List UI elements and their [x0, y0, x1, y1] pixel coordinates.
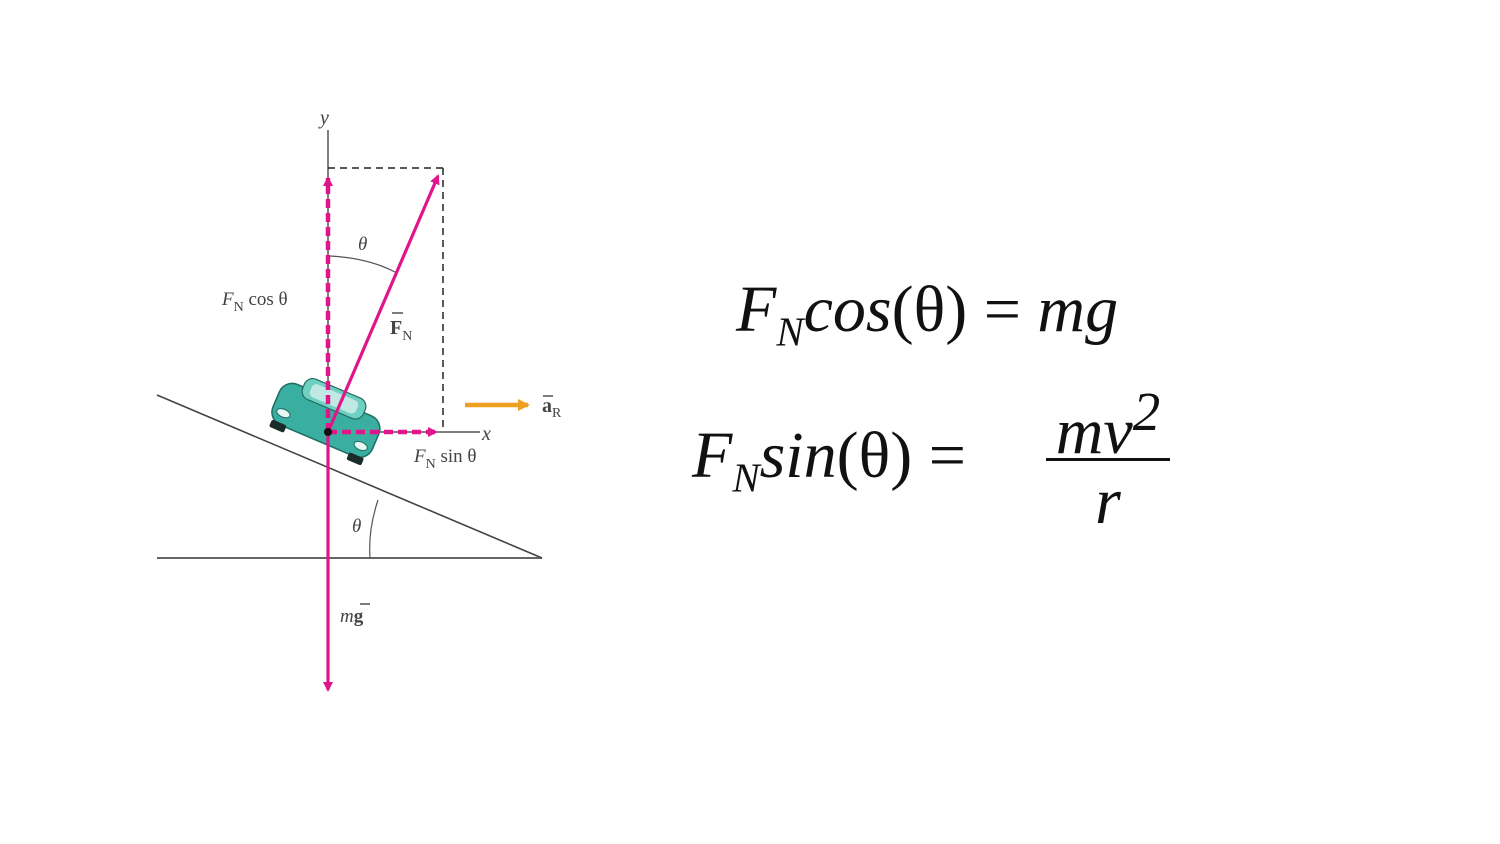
incline-line — [156, 394, 543, 559]
x-axis-label: x — [481, 423, 491, 445]
eq1-force-symbol: F — [736, 273, 777, 346]
eq2-numerator: mv2 — [1055, 381, 1161, 468]
mg-label: mg — [340, 606, 364, 627]
banked-curve-diagram: y x θ θ FN cos θ FN FN sin θ aR mg — [156, 107, 562, 692]
incline-theta-label: θ — [352, 516, 361, 537]
eq1-force-subscript: N — [776, 309, 804, 355]
incline-angle-arc — [369, 499, 379, 559]
fn-vector-label: FN — [390, 317, 412, 344]
eq2-exponent: 2 — [1132, 381, 1161, 442]
eq1-function: cos — [803, 273, 892, 346]
eq1-argument: (θ) — [891, 273, 968, 346]
car-icon — [269, 378, 381, 466]
top-theta-label: θ — [358, 234, 367, 255]
eq1-equals: = — [967, 273, 1038, 346]
equation-horizontal-balance: FNsin(θ) = — [692, 418, 966, 498]
fn-sin-label: FN sin θ — [413, 446, 477, 472]
equation-vertical-balance: FNcos(θ) = mg — [736, 272, 1119, 352]
y-axis-label: y — [318, 107, 329, 129]
ar-label: aR — [542, 395, 562, 421]
eq2-function: sin — [759, 419, 837, 492]
eq2-force-symbol: F — [692, 419, 733, 492]
eq2-argument: (θ) — [836, 419, 913, 492]
eq2-denominator: r — [1095, 465, 1121, 538]
top-angle-arc — [329, 255, 396, 273]
eq2-force-subscript: N — [732, 455, 760, 501]
normal-force-arrow — [326, 174, 440, 433]
fn-cos-label: FN cos θ — [221, 289, 288, 315]
eq1-rhs: mg — [1037, 273, 1119, 346]
eq2-equals: = — [912, 419, 966, 492]
eq2-fraction-bar — [1046, 458, 1170, 461]
origin-point — [324, 428, 332, 436]
